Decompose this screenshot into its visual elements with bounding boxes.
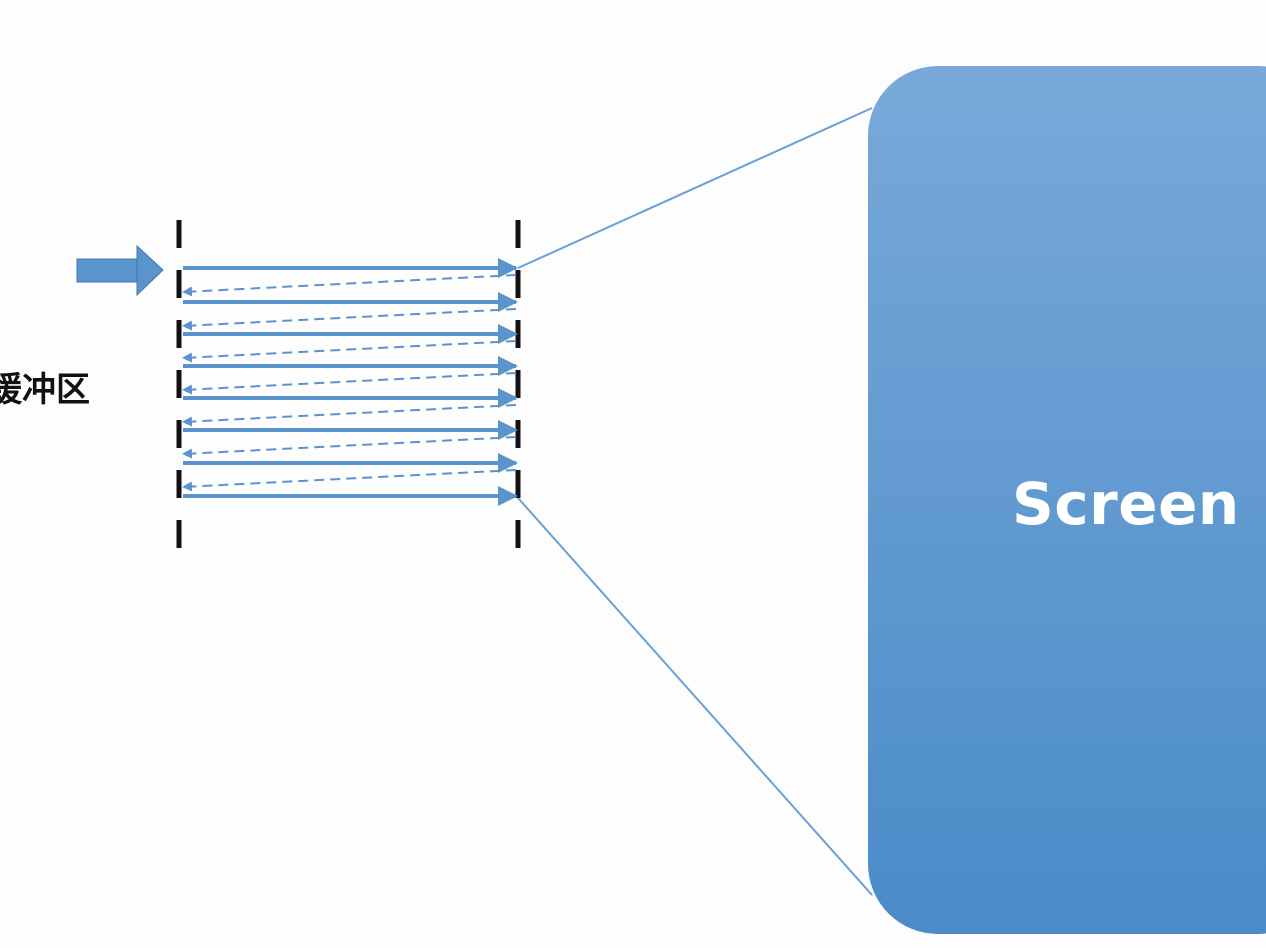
scan-lines — [182, 258, 518, 506]
retrace-line — [182, 469, 517, 492]
retrace-line — [182, 308, 517, 331]
retrace-line — [182, 274, 517, 297]
retrace-line — [182, 436, 517, 459]
screen-block — [868, 66, 1266, 934]
projection-line-bottom — [517, 497, 873, 896]
buffer-label: 缓冲区 — [0, 370, 90, 410]
retrace-line — [182, 372, 517, 395]
screen-label: Screen — [1012, 470, 1240, 538]
retrace-line — [182, 404, 517, 427]
input-arrow-icon — [76, 244, 164, 297]
retrace-line — [182, 340, 517, 363]
projection-line-top — [517, 107, 873, 269]
